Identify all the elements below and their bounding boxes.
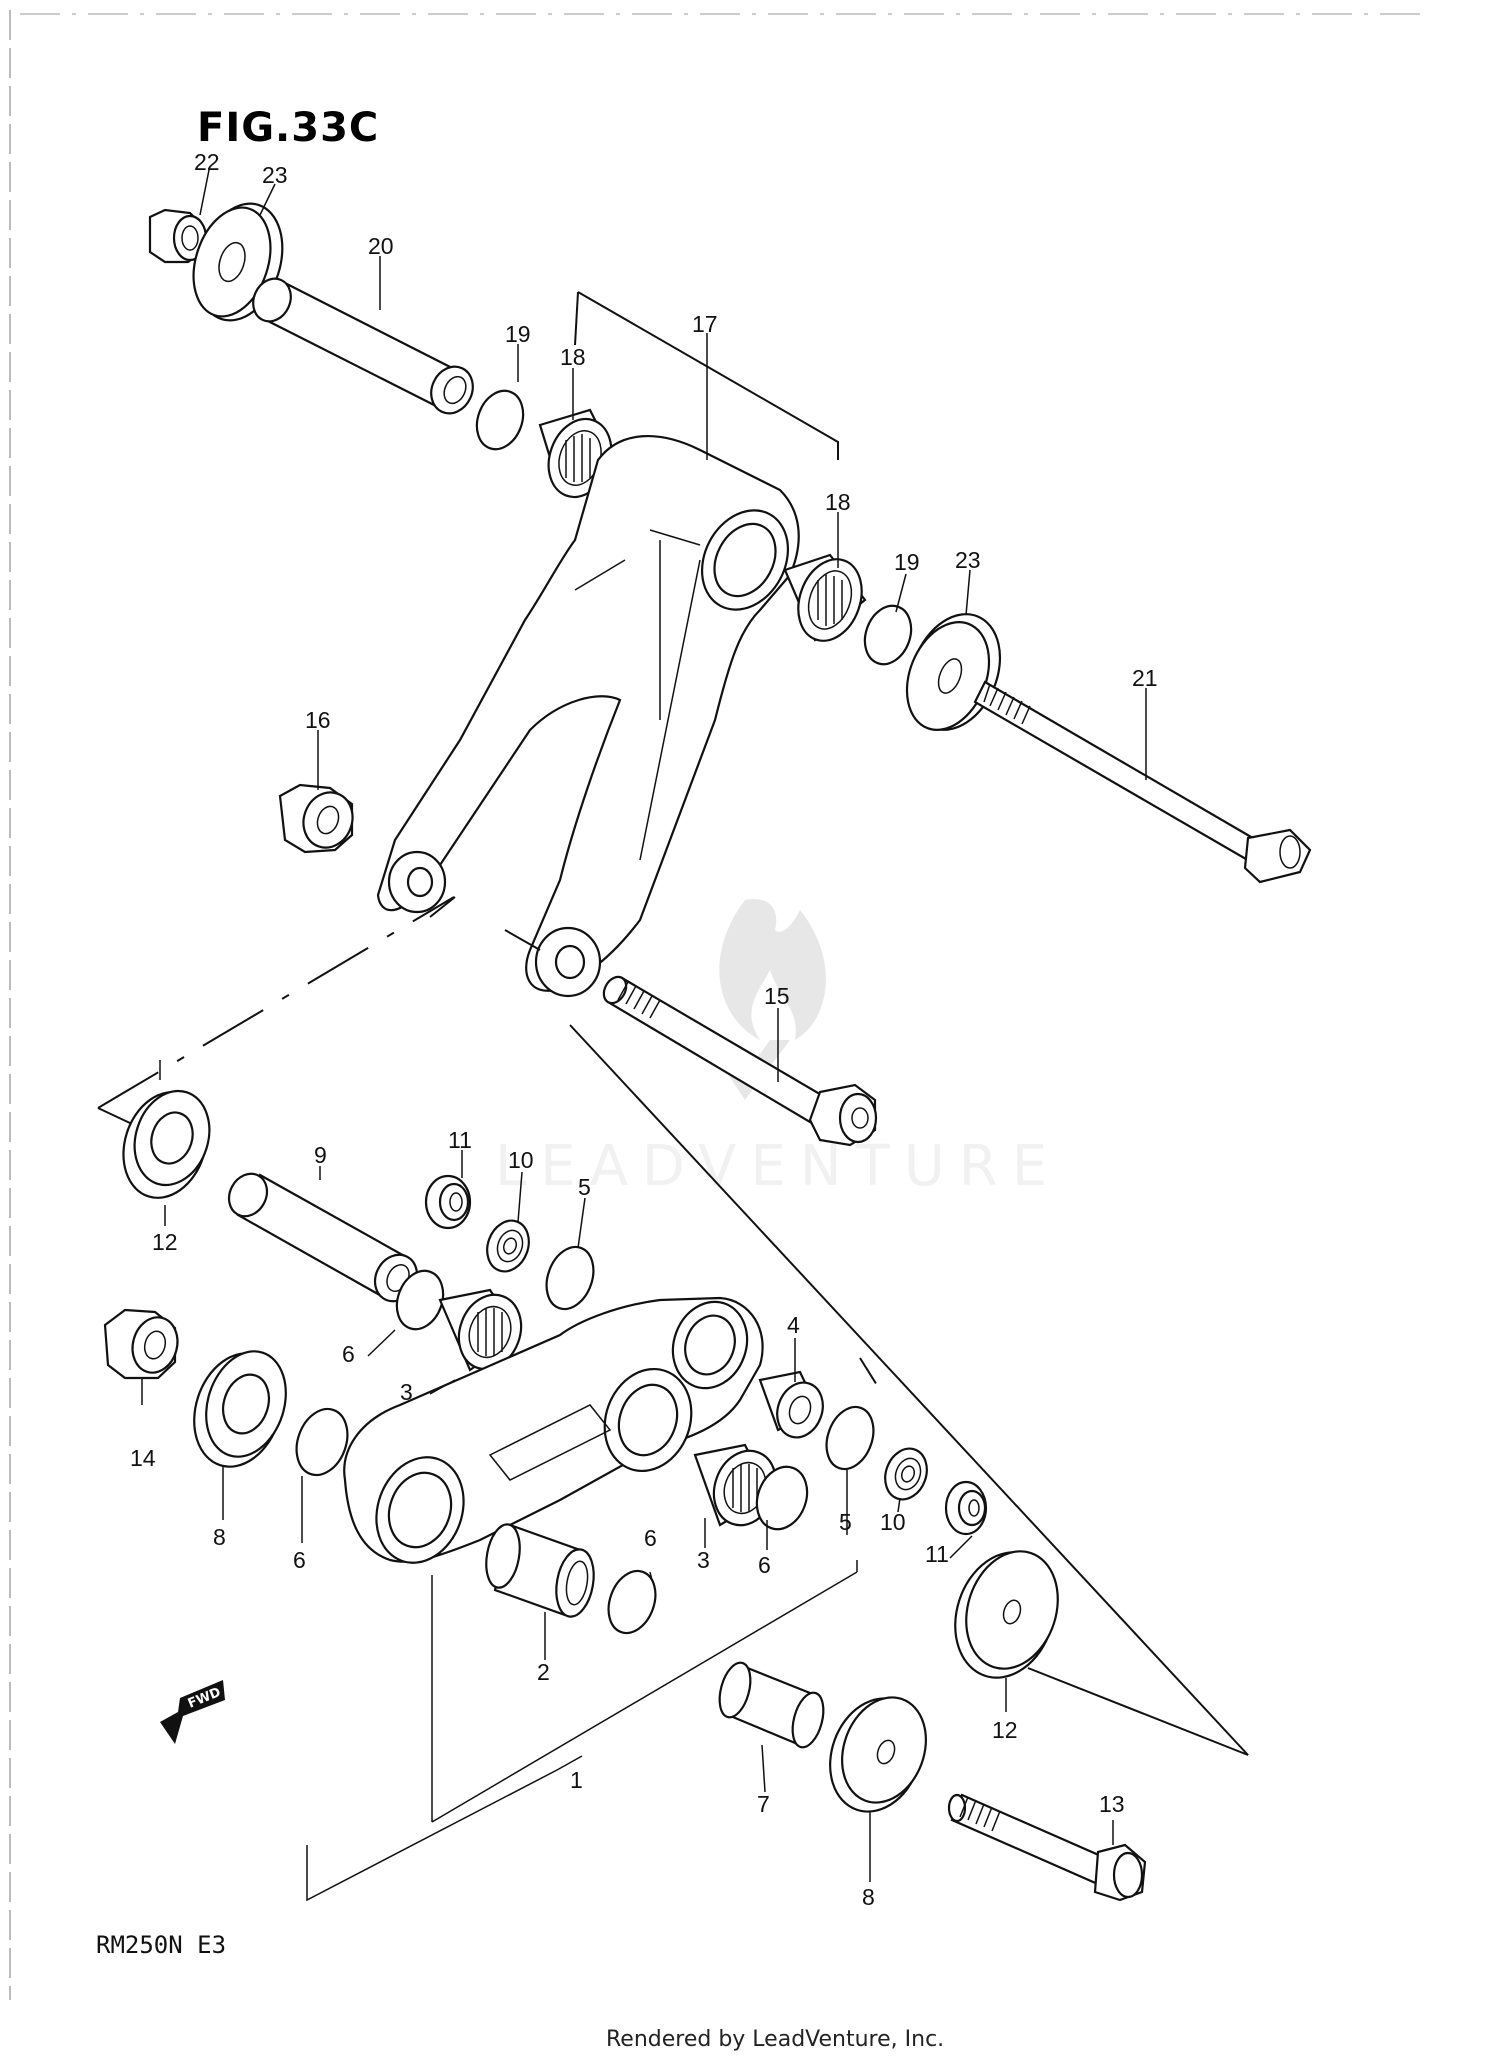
part-12-cap-right bbox=[954, 1550, 1059, 1679]
callout: 23 bbox=[955, 547, 981, 573]
callout: 18 bbox=[825, 489, 851, 515]
watermark-text: LEADVENTURE bbox=[495, 1134, 1061, 1199]
part-8-cap-left bbox=[193, 1350, 287, 1468]
callout: 2 bbox=[537, 1659, 550, 1685]
part-22-nut bbox=[148, 208, 208, 264]
part-6-ring-a bbox=[395, 1269, 445, 1331]
part-8-cap-right bbox=[829, 1696, 927, 1813]
leader-lines bbox=[141, 169, 1147, 1882]
part-7-spacer bbox=[718, 1661, 825, 1749]
callout: 9 bbox=[314, 1142, 327, 1168]
part-15-bolt bbox=[602, 975, 878, 1147]
callout: 6 bbox=[293, 1547, 306, 1573]
callout: 8 bbox=[862, 1884, 875, 1910]
callout: 19 bbox=[894, 549, 920, 575]
callout: 7 bbox=[757, 1791, 770, 1817]
reference-lines bbox=[97, 291, 1249, 1902]
callout: 10 bbox=[880, 1509, 906, 1535]
callout: 12 bbox=[152, 1229, 178, 1255]
callout: 20 bbox=[368, 233, 394, 259]
part-2-bushing bbox=[485, 1523, 595, 1618]
figure-title: FIG.33C bbox=[197, 105, 379, 151]
part-6-ring-c bbox=[755, 1465, 809, 1531]
callout: 19 bbox=[505, 321, 531, 347]
callout: 18 bbox=[560, 344, 586, 370]
part-4-bushing bbox=[758, 1370, 824, 1439]
watermark: LEADVENTURE bbox=[495, 899, 1061, 1199]
part-19-ring-right bbox=[863, 604, 913, 666]
part-10-seal-top bbox=[486, 1219, 530, 1273]
part-18-bearing-right bbox=[783, 553, 867, 642]
callout: 12 bbox=[992, 1717, 1018, 1743]
rendered-by-footer: Rendered by LeadVenture, Inc. bbox=[606, 2027, 944, 2052]
part-19-ring-top bbox=[475, 389, 525, 451]
callout: 5 bbox=[839, 1509, 852, 1535]
part-16-nut bbox=[278, 783, 354, 854]
part-6-ring-b bbox=[295, 1407, 349, 1477]
callout: 11 bbox=[925, 1541, 949, 1567]
callout: 21 bbox=[1132, 665, 1158, 691]
fwd-arrow-icon: FWD bbox=[160, 1680, 225, 1744]
callout: 13 bbox=[1099, 1791, 1125, 1817]
callout: 14 bbox=[130, 1445, 156, 1471]
part-11-small-nut-top bbox=[424, 1174, 472, 1230]
part-11-small-nut-lower bbox=[944, 1480, 988, 1536]
callout: 15 bbox=[764, 983, 790, 1009]
callout: 4 bbox=[787, 1312, 800, 1338]
part-10-seal-lower bbox=[884, 1447, 928, 1501]
part-3-bearing-top bbox=[438, 1288, 523, 1372]
callouts: 22 23 20 19 18 17 18 19 23 21 16 15 9 11… bbox=[130, 149, 1158, 1910]
callout: 3 bbox=[697, 1547, 710, 1573]
callout: 16 bbox=[305, 707, 331, 733]
callout: 8 bbox=[213, 1524, 226, 1550]
part-5-ring-top bbox=[545, 1245, 595, 1311]
part-6-ring-d bbox=[607, 1569, 657, 1635]
callout: 11 bbox=[448, 1127, 472, 1153]
callout: 17 bbox=[692, 311, 718, 337]
part-17-cushion-lever bbox=[376, 435, 800, 998]
part-20-spacer-tube bbox=[252, 277, 474, 415]
callout: 3 bbox=[400, 1379, 413, 1405]
callout: 5 bbox=[578, 1174, 591, 1200]
callout: 6 bbox=[644, 1525, 657, 1551]
part-9-spacer bbox=[227, 1172, 419, 1303]
part-5-ring-right bbox=[825, 1405, 875, 1471]
callout: 6 bbox=[758, 1552, 771, 1578]
part-1-connecting-rod bbox=[343, 1296, 764, 1564]
model-code: RM250N E3 bbox=[96, 1931, 226, 1959]
part-21-long-bolt bbox=[973, 680, 1312, 884]
callout: 10 bbox=[508, 1147, 534, 1173]
callout: 6 bbox=[342, 1341, 355, 1367]
callout: 1 bbox=[570, 1767, 583, 1793]
part-13-bolt bbox=[947, 1793, 1147, 1902]
callout: 23 bbox=[262, 162, 288, 188]
part-14-nut bbox=[103, 1308, 179, 1380]
callout: 22 bbox=[194, 149, 220, 175]
part-12-cap-left bbox=[122, 1089, 211, 1199]
